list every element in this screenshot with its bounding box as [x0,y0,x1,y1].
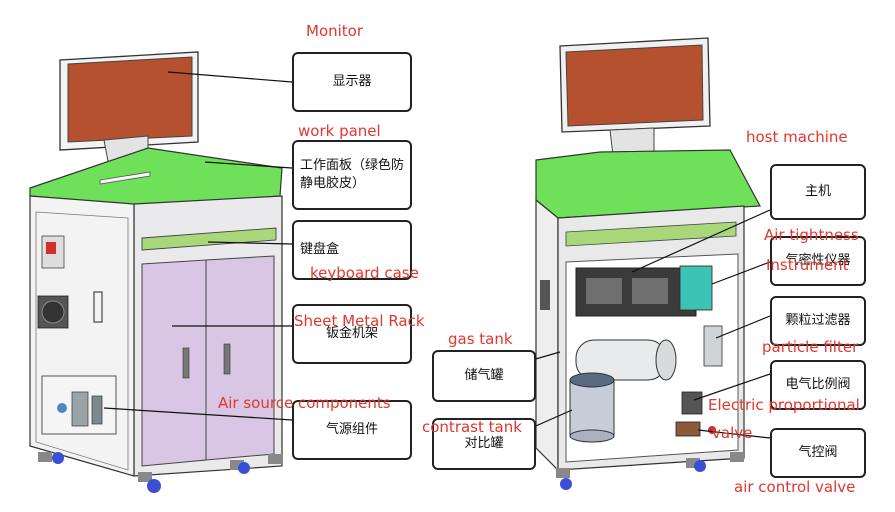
callout-air-control-valve-text: 气控阀 [798,445,838,460]
right-particle-filter [703,325,723,367]
right-contrast-tank [569,372,615,443]
callout-keyboard-case-text: 键盘盒 [300,242,340,257]
callout-gas-tank: 储气罐 [432,350,536,402]
callout-work-panel-text: 工作面板（绿色防静电胶皮） [300,158,405,191]
callout-sheet-metal-rack: 钣金机架 [292,304,412,364]
callout-keyboard-case: 键盘盒 [292,220,412,280]
label-keyboard-case-en: keyboard case [310,264,419,282]
label-sheet-metal-rack-en: Sheet Metal Rack [294,312,425,330]
left-keyboard-case [141,227,277,251]
left-door-right [205,255,275,461]
callout-air-source: 气源组件 [292,400,412,460]
callout-monitor-text: 显示器 [332,74,372,89]
right-air-tightness-instrument [679,265,713,311]
callout-air-tightness-text: 气密性仪器 [785,253,851,268]
callout-air-control-valve: 气控阀 [770,428,866,478]
callout-work-panel: 工作面板（绿色防静电胶皮） [292,140,412,210]
right-machine [535,37,761,490]
callout-contrast-tank: 对比罐 [432,418,536,470]
right-gas-tank [575,339,677,381]
right-electric-proportional-valve [681,391,703,415]
left-green-panel [29,147,283,207]
callout-particle-filter-text: 颗粒过滤器 [785,313,851,328]
label-monitor-en: Monitor [306,22,364,40]
callout-host-machine-text: 主机 [804,184,831,199]
label-gas-tank-en: gas tank [448,330,513,348]
callout-particle-filter: 颗粒过滤器 [770,296,866,346]
right-casters [556,452,744,490]
callout-air-source-text: 气源组件 [325,422,378,437]
callout-electric-prop-valve: 电气比例阀 [770,360,866,410]
label-air-source-en: Air source components [218,394,391,412]
left-machine [29,51,283,493]
left-monitor [59,51,199,173]
callout-contrast-tank-text: 对比罐 [464,436,504,451]
label-valve-en: valve [712,424,753,442]
label-instrument-en: Instrument [766,256,849,274]
callout-monitor: 显示器 [292,52,412,112]
label-air-control-valve-en: air control valve [734,478,856,496]
label-particle-filter-en: particle filter [762,338,859,356]
label-electric-prop-en: Electric proportional [708,396,860,414]
callout-electric-prop-valve-text: 电气比例阀 [785,377,851,392]
callout-sheet-metal-rack-text: 钣金机架 [325,326,378,341]
right-leader-lines [503,209,771,441]
callout-air-tightness: 气密性仪器 [770,236,866,286]
left-door-left [141,259,207,467]
callout-gas-tank-text: 储气罐 [464,368,504,383]
label-host-machine-en: host machine [746,128,848,146]
callout-host-machine: 主机 [770,164,866,220]
left-casters [38,452,282,493]
label-air-tightness-en: Air tightness [764,226,859,244]
label-contrast-tank-en: contrast tank [422,418,522,436]
label-work-panel-en: work panel [298,122,381,140]
left-leader-lines [103,71,293,421]
right-air-control-valve [675,421,701,437]
